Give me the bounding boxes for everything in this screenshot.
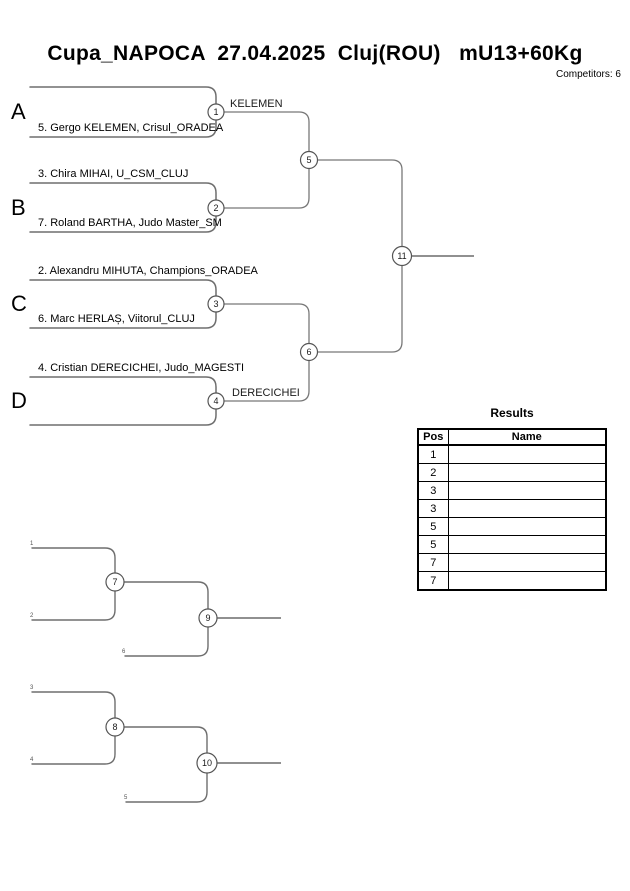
match-1-number: 1	[213, 107, 218, 117]
match-8-circle: 8	[105, 717, 125, 737]
repechage1-seed-bottom: 2	[30, 613, 34, 619]
group-a-letter: A	[11, 99, 26, 124]
result-pos: 3	[418, 499, 449, 518]
results-table: Pos Name 1 2 3 3 5	[417, 428, 607, 591]
match-1-circle: 1	[207, 103, 225, 121]
page-title: Cupa_NAPOCA 27.04.2025 Cluj(ROU) mU13+60…	[47, 42, 583, 65]
repechage2-connector	[114, 726, 208, 764]
repechage1-connector	[114, 581, 209, 619]
table-row: 5	[418, 535, 606, 554]
result-name	[448, 535, 606, 554]
match-5-circle: 5	[299, 150, 319, 170]
match-11-circle: 11	[391, 245, 413, 267]
result-name	[448, 463, 606, 482]
result-name	[448, 517, 606, 536]
result-pos: 3	[418, 481, 449, 500]
result-pos: 2	[418, 463, 449, 482]
repechage1-third-line	[124, 617, 209, 657]
group-b-letter: B	[11, 195, 26, 220]
match-5-number: 5	[306, 155, 311, 165]
result-name	[448, 499, 606, 518]
match-7-number: 7	[112, 577, 117, 587]
repechage2-third-line	[125, 762, 208, 803]
match-11-number: 11	[397, 251, 406, 261]
repechage1-seed-third: 6	[122, 649, 126, 655]
player-name-d-top: 4. Cristian DERECICHEI, Judo_MAGESTI	[38, 362, 245, 374]
repechage2-pair-line	[31, 691, 116, 765]
repechage1-pair-line	[31, 547, 116, 621]
connector-6-11	[308, 255, 403, 353]
match-2-number: 2	[213, 203, 218, 213]
match-9-number: 9	[205, 613, 210, 623]
match-8-number: 8	[112, 722, 117, 732]
match-4-circle: 4	[207, 392, 225, 410]
result-pos: 1	[418, 444, 449, 464]
table-row: 7	[418, 553, 606, 572]
table-row: 7	[418, 571, 606, 590]
connector-lines	[215, 111, 403, 402]
table-row: 3	[418, 481, 606, 500]
player-name-a-bottom: 5. Gergo KELEMEN, Crisul_ORADEA	[38, 122, 224, 134]
results-header-pos: Pos	[418, 429, 449, 446]
results-title: Results	[490, 406, 534, 420]
result-name	[448, 553, 606, 572]
connector-2-5	[215, 159, 310, 209]
player-name-b-bottom: 7. Roland BARTHA, Judo Master_SM	[38, 217, 222, 229]
result-name	[448, 444, 606, 464]
table-row: 5	[418, 517, 606, 536]
match-1-winner-label: KELEMEN	[230, 98, 283, 110]
match-9-circle: 9	[198, 608, 218, 628]
repechage2-seed-third: 5	[124, 795, 128, 801]
match-4-winner-label: DERECICHEI	[232, 387, 300, 399]
connector-5-11	[308, 159, 403, 257]
result-pos: 5	[418, 535, 449, 554]
table-row: 3	[418, 499, 606, 518]
match-3-circle: 3	[207, 295, 225, 313]
match-6-number: 6	[306, 347, 311, 357]
match-2-circle: 2	[207, 199, 225, 217]
match-4-number: 4	[213, 396, 218, 406]
group-d-letter: D	[11, 388, 27, 413]
player-name-c-top: 2. Alexandru MIHUTA, Champions_ORADEA	[38, 265, 258, 277]
player-name-c-bottom: 6. Marc HERLAȘ, Viitorul_CLUJ	[38, 313, 195, 325]
results-header-row: Pos Name	[418, 429, 606, 446]
pair-d-line	[29, 376, 217, 426]
match-6-circle: 6	[299, 342, 319, 362]
results-header-name: Name	[448, 429, 606, 446]
competitors-count: Competitors: 6	[555, 69, 621, 80]
repechage1-seed-top: 1	[30, 541, 34, 547]
result-pos: 7	[418, 553, 449, 572]
match-10-number: 10	[202, 758, 212, 768]
table-row: 2	[418, 463, 606, 482]
result-name	[448, 571, 606, 590]
table-row: 1	[418, 444, 606, 464]
result-pos: 7	[418, 571, 449, 590]
match-circles: 1 2 3 4 5 6 11	[105, 103, 413, 774]
match-7-circle: 7	[105, 572, 125, 592]
match-3-number: 3	[213, 299, 218, 309]
connector-1-5	[215, 111, 310, 161]
repechage2-seed-top: 3	[30, 685, 34, 691]
connector-4-6	[215, 351, 310, 402]
result-name	[448, 481, 606, 500]
group-c-letter: C	[11, 291, 27, 316]
result-pos: 5	[418, 517, 449, 536]
player-name-b-top: 3. Chira MIHAI, U_CSM_CLUJ	[38, 168, 189, 180]
connector-3-6	[215, 303, 310, 353]
match-10-circle: 10	[196, 752, 218, 774]
repechage2-seed-bottom: 4	[30, 757, 34, 763]
